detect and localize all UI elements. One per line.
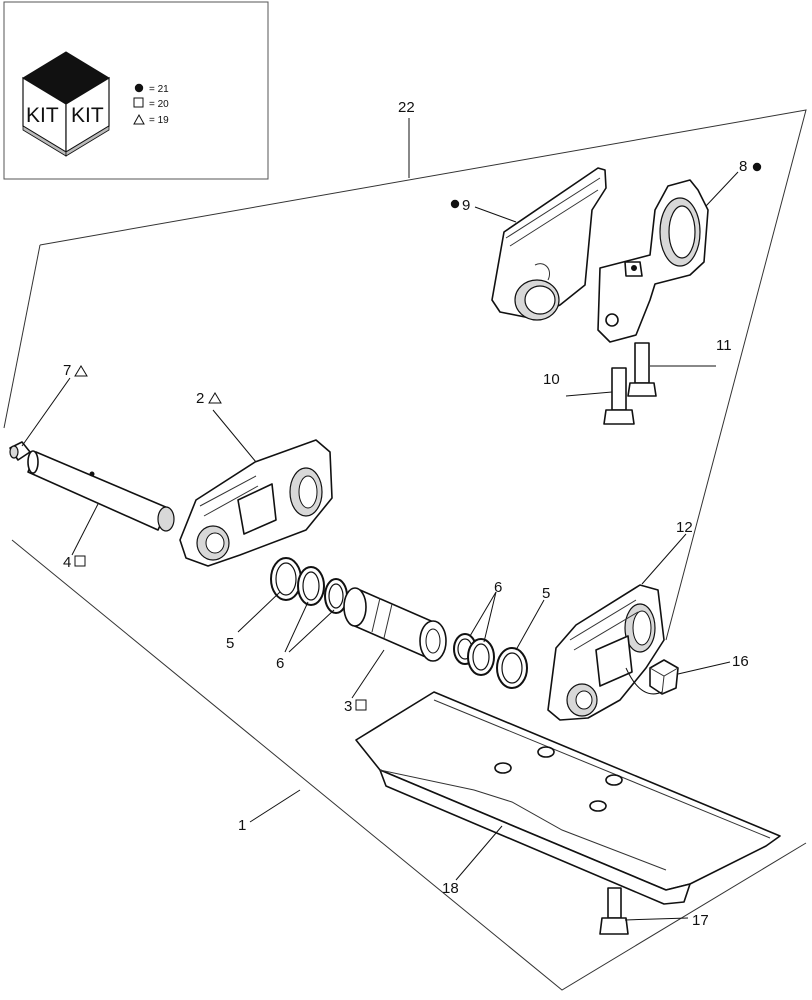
kit-label-left: KIT: [26, 104, 59, 127]
assembly-outline: [3, 109, 807, 991]
link-8: [597, 179, 709, 343]
bolt-17: [599, 887, 689, 935]
kit-20-marker-icon: [355, 699, 367, 711]
callout-9: 9: [462, 197, 470, 214]
leader-lines: [21, 171, 739, 881]
callout-7: 7: [63, 362, 71, 379]
seal-5-right: [496, 647, 528, 689]
nut-16: [625, 659, 679, 695]
track-shoe-18: [355, 691, 781, 905]
triangle-icon: [133, 113, 145, 125]
ring-6-right-b: [467, 638, 495, 676]
link-12: [547, 584, 665, 721]
pin-7: [9, 441, 31, 461]
callout-3: 3: [344, 698, 352, 715]
seal-5-left: [270, 557, 302, 601]
filled-circle-icon: [134, 83, 144, 93]
pin-4: [27, 450, 175, 532]
legend-square-text: = 20: [149, 99, 169, 110]
link-9: [491, 167, 607, 321]
callout-5-left: 5: [226, 635, 234, 652]
callout-12: 12: [676, 519, 693, 536]
callout-6-left: 6: [276, 655, 284, 672]
square-icon: [133, 97, 144, 108]
callout-2: 2: [196, 390, 204, 407]
callout-8: 8: [739, 158, 747, 175]
kit-21-marker-icon: [752, 162, 762, 172]
callout-18: 18: [442, 880, 459, 897]
callout-4: 4: [63, 554, 71, 571]
kit-legend-box: KIT KIT = 21 = 20 = 19: [3, 1, 269, 180]
kit-label-right: KIT: [71, 104, 104, 127]
kit-21-marker-icon: [450, 199, 460, 209]
legend-triangle-text: = 19: [149, 115, 169, 126]
callout-1: 1: [238, 817, 246, 834]
callout-11: 11: [716, 337, 732, 354]
callout-5-right: 5: [542, 585, 550, 602]
callout-10: 10: [543, 371, 560, 388]
legend-circle-text: = 21: [149, 84, 169, 95]
callout-6-right: 6: [494, 579, 502, 596]
ring-6-left-a: [297, 566, 325, 606]
bolt-11: [627, 342, 716, 397]
callout-22: 22: [398, 99, 415, 116]
callout-16: 16: [732, 653, 749, 670]
kit-legend-list: = 21 = 20 = 19: [133, 83, 169, 126]
link-2: [179, 439, 333, 567]
kit-box-icon: KIT KIT: [22, 51, 110, 157]
ring-6-left-b: [324, 578, 348, 614]
kit-19-marker-icon: [208, 392, 222, 404]
callout-labels: 22 9 8 11 10 7 2 4 5 6 3 6 5 12 16 1 18 …: [63, 99, 762, 929]
bushing-3: [343, 587, 447, 662]
bolt-10: [565, 367, 635, 425]
callout-17: 17: [692, 912, 709, 929]
kit-20-marker-icon: [74, 555, 86, 567]
kit-19-marker-icon: [74, 365, 88, 377]
